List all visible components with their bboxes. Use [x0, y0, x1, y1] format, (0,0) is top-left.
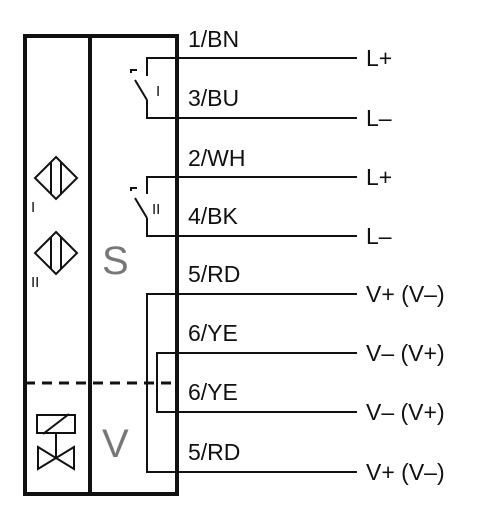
sensor-ii-icon: [33, 230, 79, 276]
signal-label: L+: [366, 45, 392, 71]
sensor-section-letter: S: [102, 239, 129, 283]
sensor-i-icon: [33, 155, 79, 201]
wire-label: 2/WH: [188, 145, 246, 171]
sensor-i-label: I: [31, 199, 35, 216]
valve-section-letter: V: [102, 422, 129, 466]
housing: [23, 34, 179, 496]
wire-label: 6/YE: [188, 379, 238, 405]
wire-label: 1/BN: [188, 26, 239, 52]
switch-contact-ii-icon: [130, 176, 180, 237]
signal-label: V– (V+): [366, 340, 445, 366]
wire-label: 4/BK: [188, 203, 239, 229]
wire-lines: [180, 57, 357, 473]
signal-label: V– (V+): [366, 399, 445, 425]
solenoid-valve-icon: [36, 413, 76, 471]
sensor-ii-label: II: [31, 274, 39, 291]
switch-i-label: I: [156, 83, 160, 100]
wire-label: 5/RD: [188, 439, 240, 465]
switch-ii-label: II: [152, 201, 160, 218]
wire-label: 3/BU: [188, 85, 239, 111]
valve-internal-wiring: [146, 293, 180, 473]
wire-label: 6/YE: [188, 320, 238, 346]
signal-label: L–: [366, 223, 392, 249]
signal-label: L–: [366, 105, 392, 131]
switch-contact-i-icon: [130, 57, 180, 119]
signal-label: V+ (V–): [366, 281, 445, 307]
housing-outer-frame: [23, 34, 179, 496]
wire-label: 5/RD: [188, 261, 240, 287]
signal-label: L+: [366, 164, 392, 190]
signal-label: V+ (V–): [366, 459, 445, 485]
